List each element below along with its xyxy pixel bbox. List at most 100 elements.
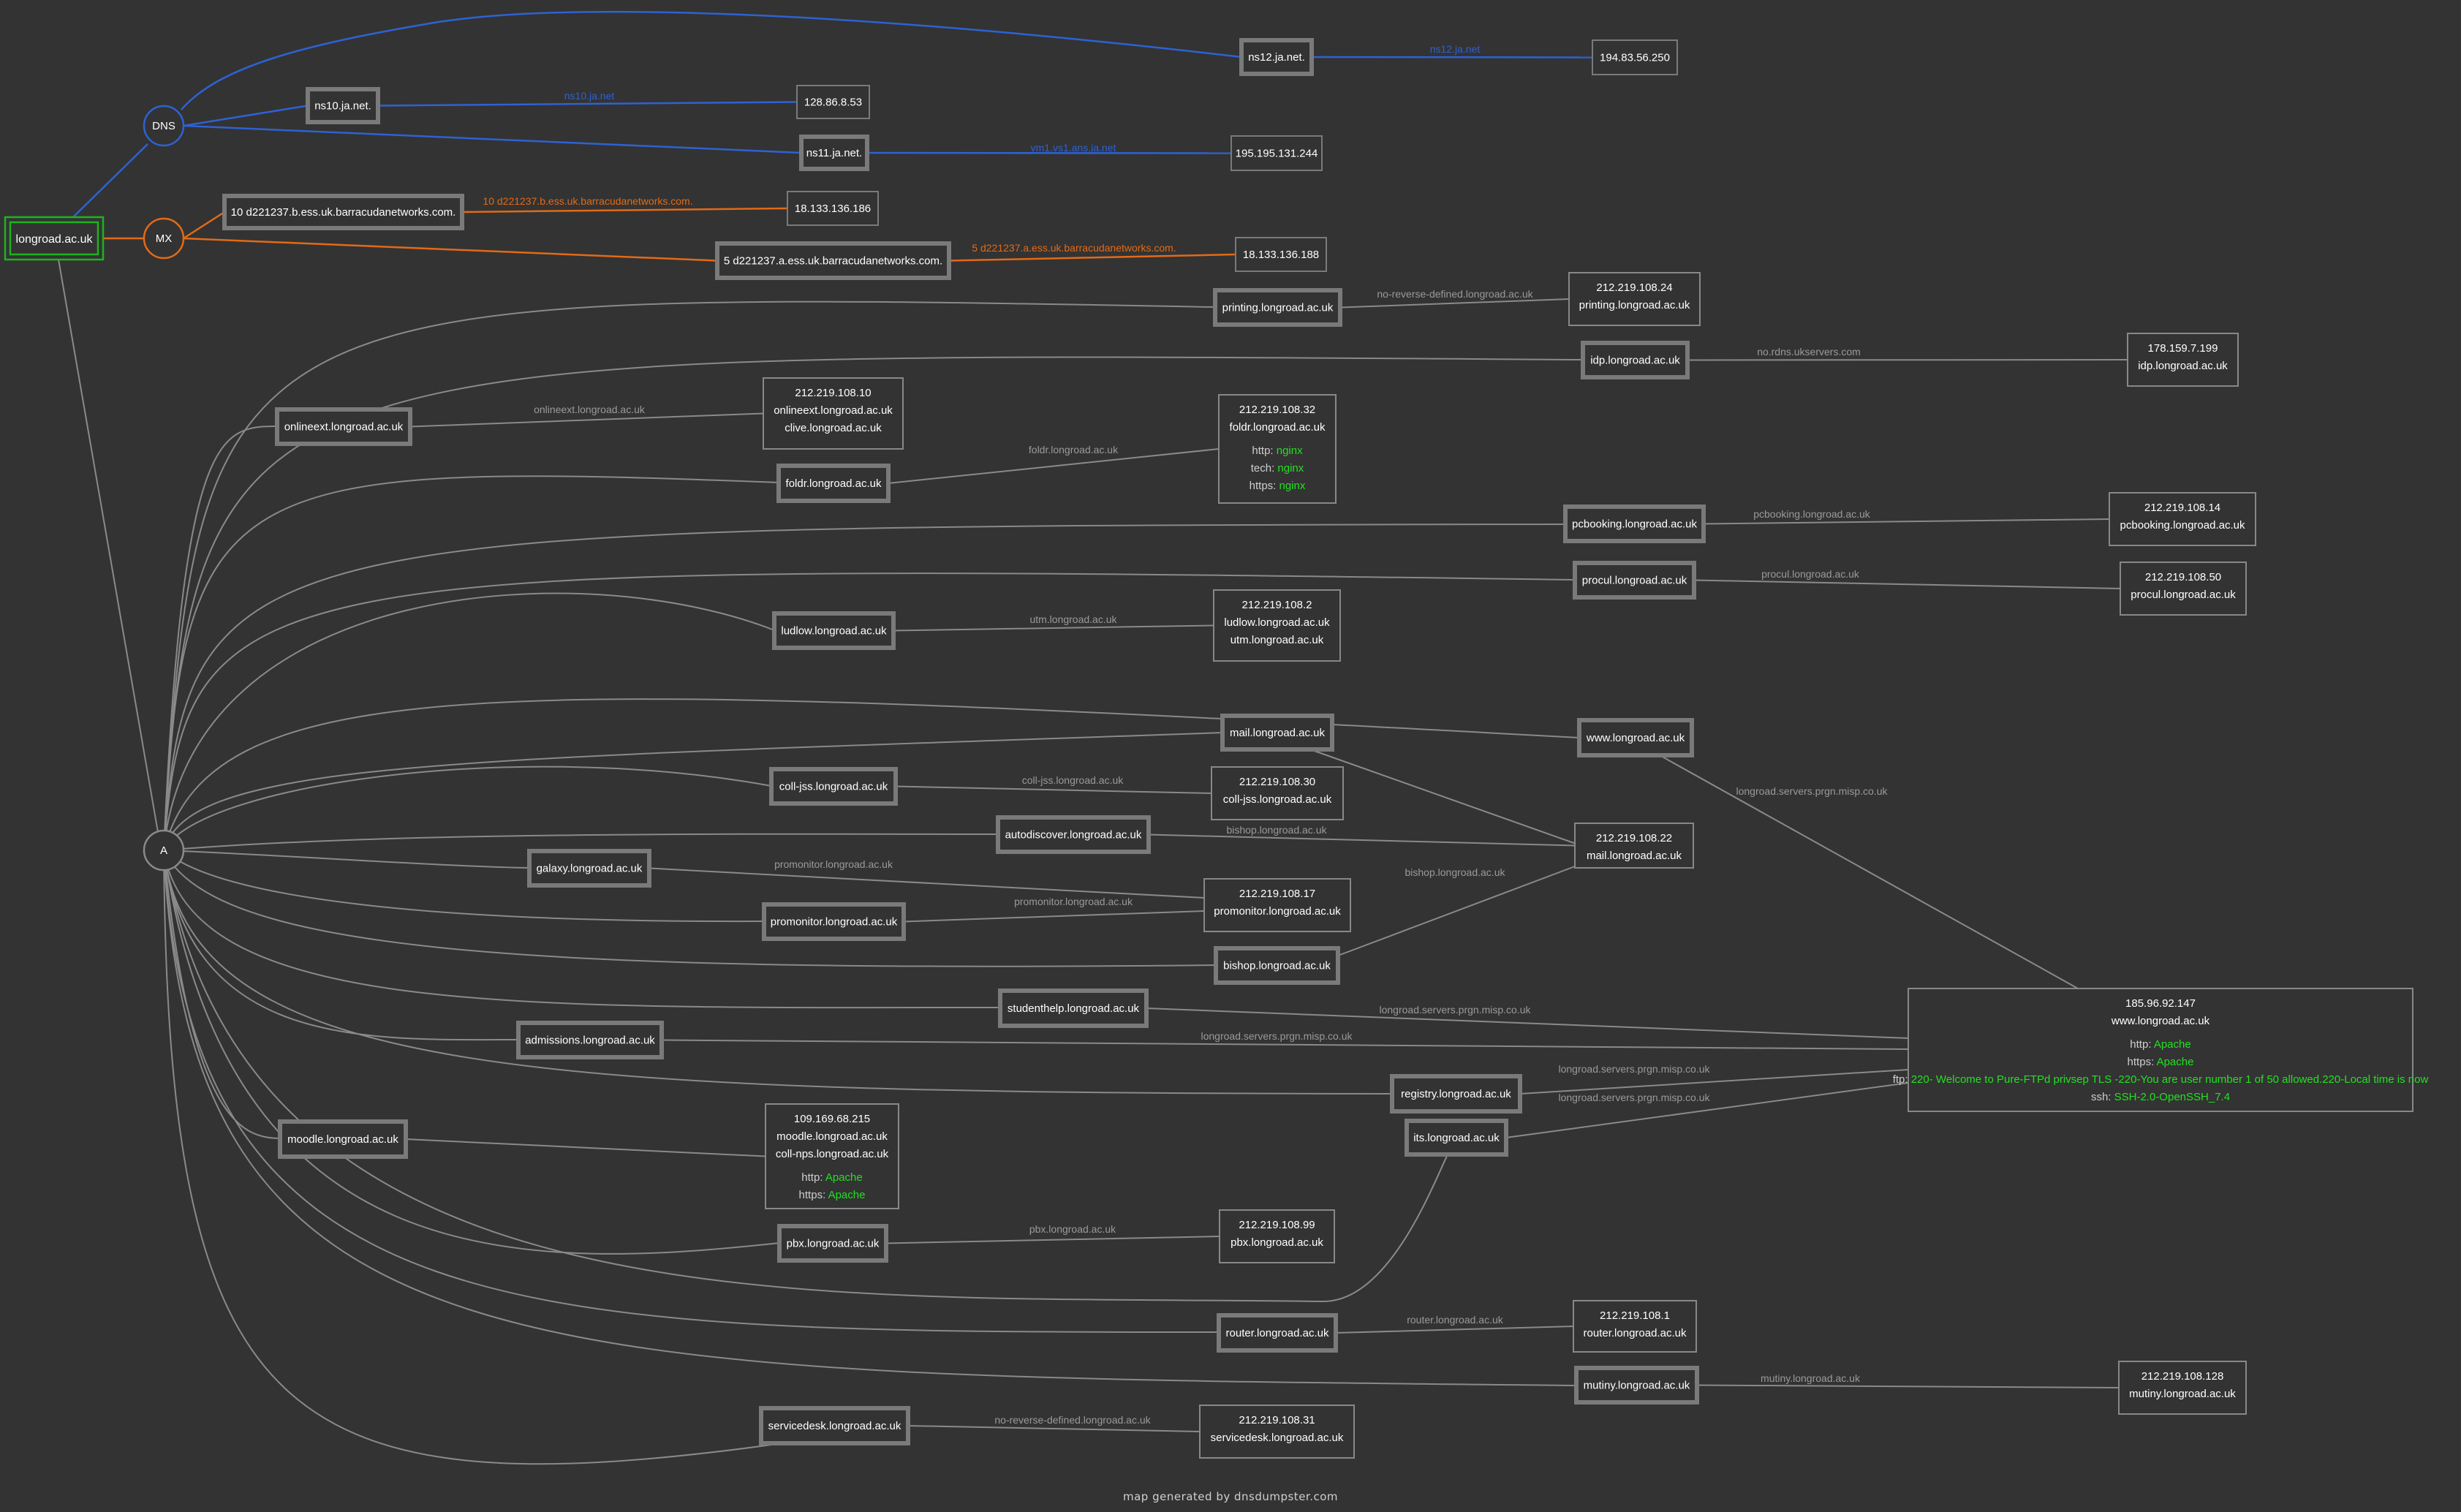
host-node-label: servicedesk.longroad.ac.uk bbox=[768, 1420, 901, 1432]
host-node-registry[interactable]: registry.longroad.ac.uk bbox=[1390, 1074, 1522, 1114]
ip-node-ip2[interactable]: 212.219.108.2ludlow.longroad.ac.ukutm.lo… bbox=[1213, 589, 1341, 662]
host-node-colljss[interactable]: coll-jss.longroad.ac.uk bbox=[769, 767, 898, 806]
ip-node-ip10[interactable]: 212.219.108.10onlineext.longroad.ac.ukcl… bbox=[763, 377, 904, 450]
ns-node-label: ns10.ja.net. bbox=[314, 100, 371, 113]
hub-dns[interactable]: DNS bbox=[143, 105, 185, 147]
ip-node-address: 212.219.108.99 bbox=[1239, 1219, 1315, 1231]
host-node-autodiscover[interactable]: autodiscover.longroad.ac.uk bbox=[996, 815, 1151, 854]
ip-node-194-83-56-250[interactable]: 194.83.56.250 bbox=[1592, 39, 1678, 75]
ip-node-service: https: Apache bbox=[799, 1189, 866, 1201]
host-node-router[interactable]: router.longroad.ac.uk bbox=[1217, 1313, 1338, 1353]
host-node-mutiny[interactable]: mutiny.longroad.ac.uk bbox=[1574, 1366, 1699, 1405]
host-node-pbx[interactable]: pbx.longroad.ac.uk bbox=[777, 1224, 888, 1263]
root-domain-node[interactable]: longroad.ac.uk bbox=[4, 216, 105, 261]
ip-node-hostname: utm.longroad.ac.uk bbox=[1230, 634, 1324, 646]
edge-autodiscover-ip22 bbox=[1148, 834, 1576, 847]
edge-pbx-ip99 bbox=[885, 1236, 1220, 1244]
mx-node-1[interactable]: 5 d221237.a.ess.uk.barracudanetworks.com… bbox=[715, 241, 951, 280]
root-domain-label: longroad.ac.uk bbox=[16, 233, 94, 246]
host-node-admissions[interactable]: admissions.longroad.ac.uk bbox=[516, 1021, 664, 1059]
ip-node-195-195-131-244[interactable]: 195.195.131.244 bbox=[1230, 135, 1323, 171]
host-node-label: studenthelp.longroad.ac.uk bbox=[1008, 1002, 1140, 1015]
edge-a-mail bbox=[163, 732, 1223, 851]
host-node-label: onlineext.longroad.ac.uk bbox=[284, 421, 404, 434]
host-node-pcbooking[interactable]: pcbooking.longroad.ac.uk bbox=[1563, 504, 1706, 543]
ip-node-address: 212.219.108.50 bbox=[2145, 571, 2221, 583]
ip-node-ip215[interactable]: 109.169.68.215moodle.longroad.ac.ukcoll-… bbox=[765, 1103, 899, 1209]
edge-printing-ip24 bbox=[1339, 298, 1570, 309]
edge-label-pbx: pbx.longroad.ac.uk bbox=[1029, 1223, 1116, 1235]
edge-mx-0 bbox=[183, 211, 225, 240]
ns-node-ns11-ja-net[interactable]: ns11.ja.net. bbox=[799, 135, 869, 171]
service-value: Apache bbox=[2154, 1038, 2191, 1051]
host-node-bishop[interactable]: bishop.longroad.ac.uk bbox=[1214, 946, 1340, 985]
edge-label-onlineext: onlineext.longroad.ac.uk bbox=[534, 404, 646, 415]
host-node-studenthelp[interactable]: studenthelp.longroad.ac.uk bbox=[998, 989, 1149, 1028]
host-node-galaxy[interactable]: galaxy.longroad.ac.uk bbox=[527, 849, 651, 888]
service-key: https: bbox=[1250, 480, 1279, 492]
host-node-moodle[interactable]: moodle.longroad.ac.uk bbox=[278, 1119, 408, 1159]
host-node-its[interactable]: its.longroad.ac.uk bbox=[1405, 1119, 1508, 1157]
host-node-promonitor[interactable]: promonitor.longroad.ac.uk bbox=[762, 902, 906, 941]
service-value: Apache bbox=[2157, 1056, 2194, 1068]
ip-node-hostname: printing.longroad.ac.uk bbox=[1579, 299, 1690, 311]
service-value: SSH-2.0-OpenSSH_7.4 bbox=[2114, 1091, 2230, 1103]
ns-node-ns10-ja-net[interactable]: ns10.ja.net. bbox=[306, 87, 380, 124]
service-value: 220- Welcome to Pure-FTPd privsep TLS -2… bbox=[1911, 1073, 2429, 1086]
ip-node-ip32[interactable]: 212.219.108.32foldr.longroad.ac.ukhttp: … bbox=[1218, 394, 1337, 504]
host-node-onlineext[interactable]: onlineext.longroad.ac.uk bbox=[275, 407, 412, 446]
ip-node-address: 18.133.136.186 bbox=[795, 203, 871, 215]
ip-node-128-86-8-53[interactable]: 128.86.8.53 bbox=[796, 85, 870, 119]
ip-node-hostname: router.longroad.ac.uk bbox=[1584, 1327, 1687, 1339]
hub-mx[interactable]: MX bbox=[143, 217, 185, 260]
ns-node-label: ns11.ja.net. bbox=[806, 147, 862, 159]
ip-node-hostname: pcbooking.longroad.ac.uk bbox=[2120, 519, 2245, 532]
host-node-ludlow[interactable]: ludlow.longroad.ac.uk bbox=[772, 611, 896, 650]
edge-a-moodle bbox=[163, 850, 281, 1139]
host-node-www[interactable]: www.longroad.ac.uk bbox=[1577, 718, 1694, 757]
edge-a-admissions bbox=[163, 850, 519, 1041]
edge-label-colljss: coll-jss.longroad.ac.uk bbox=[1022, 774, 1124, 786]
host-node-printing[interactable]: printing.longroad.ac.uk bbox=[1213, 288, 1342, 327]
ns-node-ns12-ja-net[interactable]: ns12.ja.net. bbox=[1239, 38, 1314, 76]
ip-node-hostname: mail.longroad.ac.uk bbox=[1587, 850, 1682, 862]
hub-a[interactable]: A bbox=[143, 829, 185, 872]
ip-node-hostname: foldr.longroad.ac.uk bbox=[1230, 421, 1326, 434]
mx-node-0[interactable]: 10 d221237.b.ess.uk.barracudanetworks.co… bbox=[222, 194, 464, 230]
ip-node-service: http: Apache bbox=[801, 1171, 862, 1184]
ip-node-18-133-136-188[interactable]: 18.133.136.188 bbox=[1235, 237, 1327, 272]
host-node-idp[interactable]: idp.longroad.ac.uk bbox=[1581, 341, 1690, 379]
edge-bishop-ip22 bbox=[1337, 866, 1576, 956]
host-node-servicedesk[interactable]: servicedesk.longroad.ac.uk bbox=[759, 1406, 910, 1445]
edge-a-pbx bbox=[163, 850, 780, 1255]
ip-node-18-133-136-186[interactable]: 18.133.136.186 bbox=[787, 191, 879, 226]
edge-mx-ip-1 bbox=[948, 253, 1236, 262]
edge-dns-ns12-ja-net bbox=[181, 10, 1242, 110]
host-node-procul[interactable]: procul.longroad.ac.uk bbox=[1573, 561, 1696, 600]
edge-label-mx-0: 10 d221237.b.ess.uk.barracudanetworks.co… bbox=[483, 195, 692, 207]
host-node-mail[interactable]: mail.longroad.ac.uk bbox=[1220, 714, 1334, 752]
host-node-foldr[interactable]: foldr.longroad.ac.uk bbox=[776, 464, 891, 503]
edge-pcbooking-ip14 bbox=[1703, 518, 2110, 525]
host-node-label: router.longroad.ac.uk bbox=[1226, 1327, 1329, 1339]
edge-a-onlineext bbox=[163, 426, 278, 851]
edge-a-studenthelp bbox=[163, 850, 1001, 1009]
edge-www-ip147 bbox=[1659, 755, 2079, 989]
edge-label-router: router.longroad.ac.uk bbox=[1407, 1314, 1504, 1326]
mx-node-label: 10 d221237.b.ess.uk.barracudanetworks.co… bbox=[231, 206, 456, 219]
host-node-label: idp.longroad.ac.uk bbox=[1590, 355, 1680, 367]
service-value: Apache bbox=[825, 1171, 863, 1184]
ip-node-hostname: coll-jss.longroad.ac.uk bbox=[1223, 793, 1332, 806]
